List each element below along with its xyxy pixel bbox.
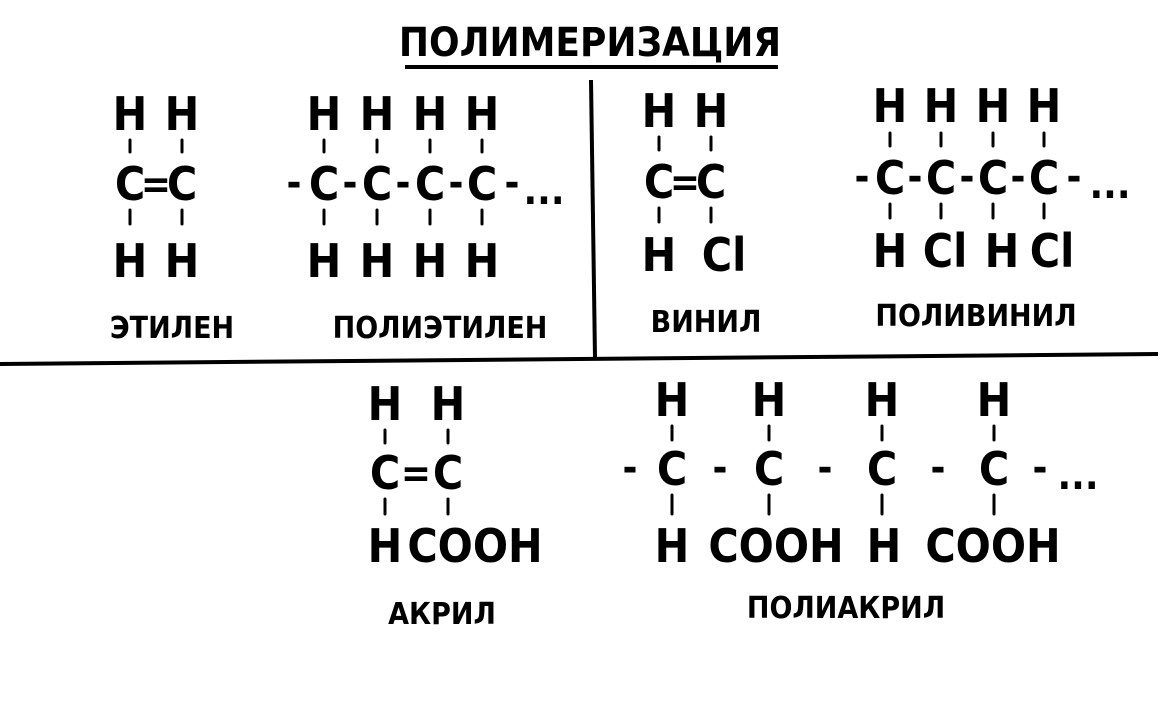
compound-name: АКРИЛ [388,597,496,632]
atom-bottom: H [360,234,395,288]
atom-bottom: H [368,519,403,573]
atom-top: H [865,373,900,427]
atom-top: H [360,87,395,141]
chain-carbon: C [115,157,145,211]
chain-carbon: C [867,442,897,496]
chain-bond: - [1067,154,1082,200]
atom-top: H [307,87,342,141]
chain-carbon: C [167,157,197,211]
compound-name: ПОЛИЭТИЛЕН [333,311,548,346]
atom-top: H [873,79,908,133]
chain-carbon: C [1029,151,1059,205]
atom-bottom: Cl [1030,224,1075,278]
atom-bottom: H [867,519,902,573]
chain-double-bond: = [141,162,171,208]
compound-ethylene: H H C = C H H ЭТИЛЕН [110,87,234,346]
atom-top: H [655,373,690,427]
atom-bottom: H [413,234,448,288]
atom-bottom: Cl [702,228,747,282]
chain-carbon: C [362,157,392,211]
chain-bond: - [1033,445,1048,491]
chain-continuation: ... [1057,453,1098,499]
chain-bond: - [960,154,975,200]
chain-double-bond: = [670,160,700,206]
compound-name: ПОЛИАКРИЛ [747,591,945,626]
chain-carbon: C [926,151,956,205]
compound-name: ЭТИЛЕН [110,311,234,346]
atom-bottom: H [642,228,677,282]
chain-carbon: C [370,446,400,500]
atom-bottom: H [113,234,148,288]
compound-acryl: H H C = C H COOH АКРИЛ [368,377,543,632]
chain-bond: - [449,160,464,206]
atom-bottom: COOH [925,519,1060,573]
chain-bond: - [908,154,923,200]
atom-bottom: H [985,224,1020,278]
chain-carbon: C [657,442,687,496]
atom-bottom: H [655,519,690,573]
atom-top: H [1027,79,1062,133]
compound-name: ПОЛИВИНИЛ [875,299,1076,334]
atom-bottom: COOH [407,519,542,573]
chain-bond: - [396,160,411,206]
chain-carbon: C [979,442,1009,496]
atom-top: H [413,87,448,141]
atom-top: H [694,84,729,138]
atom-top: H [924,79,959,133]
atom-top: H [976,79,1011,133]
horizontal-divider [0,352,1159,366]
chain-bond: - [855,154,870,200]
chain-carbon: C [754,442,784,496]
chain-continuation: ... [1089,162,1130,208]
atom-bottom: H [465,234,500,288]
compound-polyvinyl: H H H H - C - C - C - C - ... H Cl H Cl … [855,79,1131,334]
atom-top: H [752,373,787,427]
atom-bottom: COOH [708,519,843,573]
vertical-divider [589,79,597,359]
chain-bond: - [343,160,358,206]
chain-carbon: C [467,157,497,211]
atom-top: H [113,87,148,141]
chain-bond: - [287,160,302,206]
chain-carbon: C [415,157,445,211]
atom-bottom: H [165,234,200,288]
compound-name: ВИНИЛ [651,305,762,340]
chain-bond: - [1011,154,1026,200]
chain-carbon: C [696,155,726,209]
chain-carbon: C [309,157,339,211]
chain-double-bond: = [401,451,431,497]
atom-top: H [977,373,1012,427]
chain-carbon: C [875,151,905,205]
chain-bond: - [505,160,520,206]
compound-vinyl: H H C = C H Cl ВИНИЛ [642,84,762,340]
atom-top: H [165,87,200,141]
atom-top: H [431,377,466,431]
atom-bottom: H [307,234,342,288]
chain-carbon: C [644,155,674,209]
chain-carbon: C [978,151,1008,205]
atom-bottom: Cl [923,224,968,278]
atom-bottom: H [873,224,908,278]
diagram-title: ПОЛИМЕРИЗАЦИЯ [399,20,781,66]
atom-top: H [465,87,500,141]
compound-polyethylene: H H H H - C - C - C - C - ... H H H H ПО… [287,87,565,346]
chain-bond: - [818,445,833,491]
atom-top: H [642,84,677,138]
atom-top: H [368,377,403,431]
chain-continuation: ... [523,168,564,214]
chain-bond: - [713,445,728,491]
chain-bond: - [623,445,638,491]
chain-carbon: C [433,446,463,500]
compound-polyacryl: H H H H - C - C - C - C - ... H COOH H C… [623,373,1099,626]
chain-bond: - [931,445,946,491]
